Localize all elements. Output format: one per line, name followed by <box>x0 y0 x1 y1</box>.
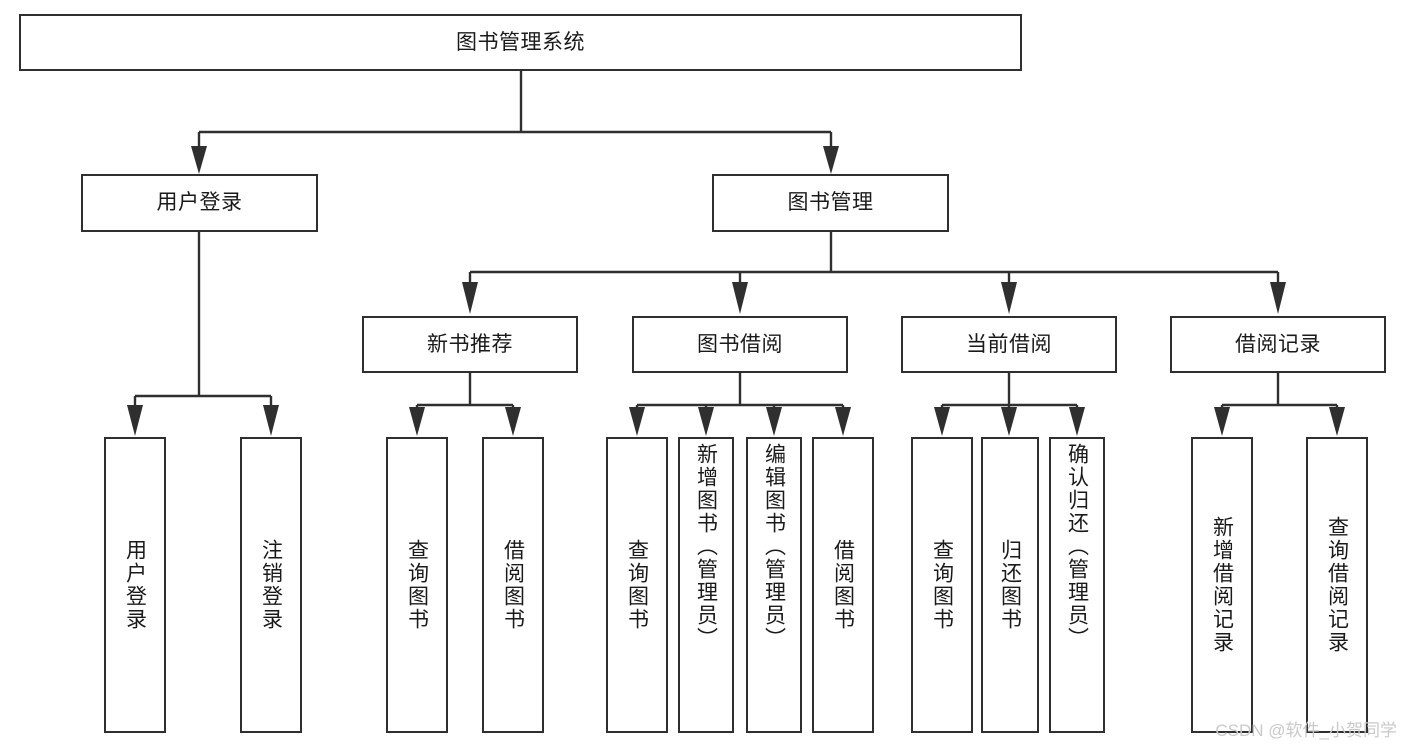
leaf-bb-borrow-book-label: 借阅图书 <box>831 539 855 631</box>
leaf-br-add-record-label: 新增借阅记录 <box>1210 516 1234 654</box>
arrowhead-br-add <box>1214 407 1230 436</box>
leaf-br-add-record[interactable]: 新增借阅记录 <box>1191 437 1253 733</box>
leaf-nb-query-book[interactable]: 查询图书 <box>386 437 448 733</box>
arrowhead-leaf-logout <box>263 405 279 436</box>
node-new-book-recommend[interactable]: 新书推荐 <box>362 316 578 373</box>
arrowhead-bb-add <box>698 407 714 436</box>
leaf-cb-query-book[interactable]: 查询图书 <box>911 437 973 733</box>
arrowhead-book-manage <box>823 146 839 174</box>
node-book-borrow-label: 图书借阅 <box>697 332 783 356</box>
csdn-watermark: CSDN @软件_小贺同学 <box>1215 721 1397 740</box>
arrowhead-cb-confirm <box>1069 407 1085 436</box>
node-user-login-label: 用户登录 <box>156 191 243 215</box>
arrowhead-bb-edit <box>766 407 782 436</box>
arrowhead-book-borrow <box>732 282 748 314</box>
node-current-borrow[interactable]: 当前借阅 <box>901 316 1117 373</box>
arrowhead-new-book <box>462 282 478 314</box>
leaf-logout-label: 注销登录 <box>259 539 283 631</box>
leaf-cb-return-book-label: 归还图书 <box>998 539 1022 631</box>
arrowhead-nb-query <box>409 407 425 436</box>
leaf-bb-edit-book[interactable]: 编辑图书（管理员） <box>746 437 802 733</box>
arrowhead-leaf-user-login <box>127 405 143 436</box>
node-borrow-record[interactable]: 借阅记录 <box>1170 316 1386 373</box>
node-borrow-record-label: 借阅记录 <box>1235 332 1321 356</box>
node-root-label: 图书管理系统 <box>456 30 585 54</box>
node-book-borrow[interactable]: 图书借阅 <box>632 316 848 373</box>
node-user-login[interactable]: 用户登录 <box>81 174 318 232</box>
leaf-cb-return-book[interactable]: 归还图书 <box>981 437 1039 733</box>
arrowhead-current-borrow <box>1001 282 1017 314</box>
leaf-bb-edit-book-label: 编辑图书（管理员） <box>762 443 786 650</box>
leaf-bb-query-book-label: 查询图书 <box>625 539 649 631</box>
arrowhead-borrow-record <box>1270 282 1286 314</box>
leaf-bb-add-book-label: 新增图书（管理员） <box>694 443 718 650</box>
leaf-cb-confirm-return-label: 确认归还（管理员） <box>1065 443 1089 650</box>
leaf-nb-borrow-book[interactable]: 借阅图书 <box>482 437 544 733</box>
node-book-management-label: 图书管理 <box>787 191 874 215</box>
leaf-br-query-record[interactable]: 查询借阅记录 <box>1306 437 1368 733</box>
leaf-user-login[interactable]: 用户登录 <box>104 437 166 733</box>
arrowhead-nb-borrow <box>505 407 521 436</box>
node-root[interactable]: 图书管理系统 <box>19 14 1022 71</box>
leaf-nb-query-book-label: 查询图书 <box>405 539 429 631</box>
leaf-nb-borrow-book-label: 借阅图书 <box>501 539 525 631</box>
leaf-logout[interactable]: 注销登录 <box>240 437 302 733</box>
leaf-cb-confirm-return[interactable]: 确认归还（管理员） <box>1049 437 1105 733</box>
leaf-user-login-label: 用户登录 <box>123 539 147 631</box>
node-current-borrow-label: 当前借阅 <box>966 332 1052 356</box>
arrowhead-bb-borrow <box>835 407 851 436</box>
leaf-bb-query-book[interactable]: 查询图书 <box>606 437 668 733</box>
arrowhead-br-query <box>1329 407 1345 436</box>
leaf-cb-query-book-label: 查询图书 <box>930 539 954 631</box>
arrowhead-bb-query <box>629 407 645 436</box>
arrowhead-cb-return <box>1001 407 1017 436</box>
arrowhead-cb-query <box>934 407 950 436</box>
leaf-br-query-record-label: 查询借阅记录 <box>1325 516 1349 654</box>
leaf-bb-borrow-book[interactable]: 借阅图书 <box>812 437 874 733</box>
node-new-book-recommend-label: 新书推荐 <box>427 332 513 356</box>
leaf-bb-add-book[interactable]: 新增图书（管理员） <box>678 437 734 733</box>
node-book-management[interactable]: 图书管理 <box>712 174 949 232</box>
arrowhead-user-login <box>191 146 207 174</box>
